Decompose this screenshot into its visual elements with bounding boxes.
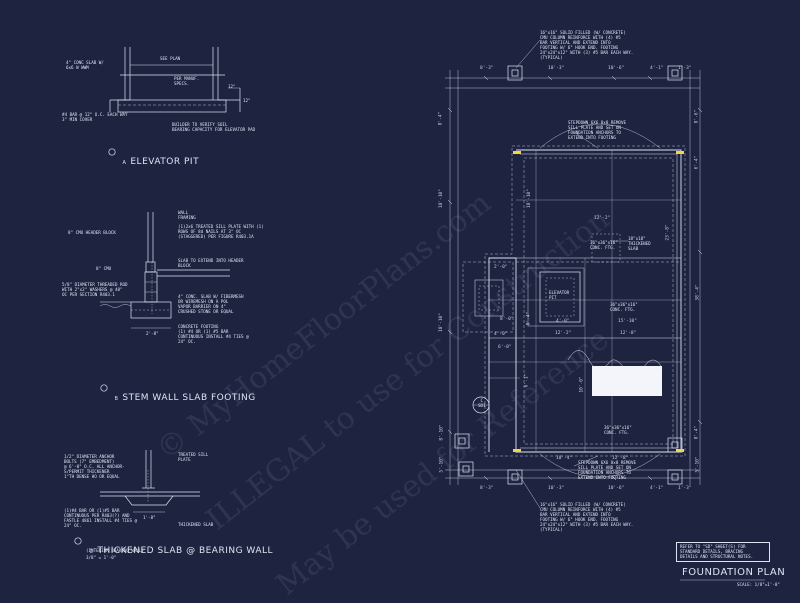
redacted-note-box xyxy=(592,366,662,396)
dim-int-7: 8'-4" xyxy=(526,311,532,326)
dim-right-5: 5'-10" xyxy=(695,456,701,473)
dim-left-1: 8'-4" xyxy=(438,111,444,126)
detail-marker-b: B xyxy=(114,396,119,402)
dim-left-5: 5'-10" xyxy=(439,456,445,473)
sw-wall-label: WALL FRAMING xyxy=(178,210,196,220)
fp-stem-upper: STEPDOWN 6X6 8x8 REMOVE SILL PLATE AND S… xyxy=(568,120,626,140)
dim-int-10: 4'-0" xyxy=(494,332,508,337)
dim-int-11: 6'-0" xyxy=(498,345,512,350)
dim-right-4: 8'-4" xyxy=(694,425,700,440)
ts-bar-label: (1)#4 BAR OR (1)#5 BAR CONTINUOUS PER R4… xyxy=(64,508,138,528)
fp-stem-lower: STEPDOWN 6X6 8x8 REMOVE SILL PLATE AND S… xyxy=(578,460,636,480)
fp-note-bottom: 16"x16" SOLID FILLED (W/ CONCRETE) CMU C… xyxy=(540,502,634,532)
dim-bottom-5: 1'-3" xyxy=(678,486,692,491)
sw-footing-label: CONCRETE FOOTING (1) #4 OR (1) #5 BAR CO… xyxy=(178,324,249,344)
sw-header-block-label: 8" CMU HEADER BLOCK xyxy=(68,230,116,235)
fp-elevator-label: ELEVATOR PIT xyxy=(549,290,570,300)
dim-left-3: 18'-10" xyxy=(438,313,444,332)
dim-int-16: 12'-8" xyxy=(612,456,629,461)
dim-int-8: 2'-0" xyxy=(494,265,508,270)
sw-slab-extend-label: SLAB TO EXTEND INTO HEADER BLOCK xyxy=(178,258,244,268)
detail-marker-c: C xyxy=(89,549,94,555)
dim-bottom-1: 8'-3" xyxy=(480,486,494,491)
dim-int-15: 10'-4" xyxy=(556,456,573,461)
ep-slab-label: 4" CONC SLAB W/ 6x6 W WWM xyxy=(66,60,104,70)
stem-wall-title-text: STEM WALL SLAB FOOTING xyxy=(122,393,256,403)
thickened-slab-detail xyxy=(74,450,200,545)
ts-scale: 3/8" = 1'-0" xyxy=(86,555,117,560)
dim-top-5: 1'-3" xyxy=(678,66,692,71)
dim-int-13: 6'-1" xyxy=(524,373,530,388)
sw-anchor-label: 5/8" DIAMETER THREADED ROD WITH 2"x2" WA… xyxy=(62,282,128,297)
foundation-plan-scale: SCALE: 1/8"=1'-0" xyxy=(737,582,780,587)
ep-per-manuf-label: PER MANUF. SPECS. xyxy=(174,76,200,86)
dim-bottom-3: 10'-6" xyxy=(608,486,625,491)
dim-right-3: 38'-4" xyxy=(695,284,701,301)
sw-sill-plate-label: (1)2x6 TREATED SILL PLATE WITH (1) ROWS … xyxy=(178,224,264,239)
fp-conc-ftg-c: 36"x36"x16" CONC. FTG. xyxy=(604,425,632,435)
dim-top-4: 4'-1" xyxy=(650,66,664,71)
dim-top-1: 8'-3" xyxy=(480,66,494,71)
dim-int-6: 12'-2" xyxy=(555,331,572,336)
dim-int-14: 10'-0" xyxy=(579,376,585,393)
fp-conc-ftg-a: 36"x36"x16" CONC. FTG. xyxy=(590,240,618,250)
dim-int-4: 15'-10" xyxy=(618,319,637,324)
detail-marker-a: A xyxy=(122,160,127,166)
elevator-pit-title-text: ELEVATOR PIT xyxy=(130,157,200,167)
dim-bottom-4: 4'-1" xyxy=(650,486,664,491)
ts-thickened-label: THICKENED SLAB xyxy=(178,522,214,527)
dim-top-2: 10'-3" xyxy=(548,66,565,71)
ts-dim: 1'-8" xyxy=(143,515,156,520)
dim-top-3: 10'-6" xyxy=(608,66,625,71)
ts-subtitle: (INTERIOR BEARING WALL) xyxy=(86,548,144,553)
dim-int-2: 23'-8" xyxy=(665,224,671,241)
dim-left-2: 18'-10" xyxy=(438,189,444,208)
dim-int-12: 12'-8" xyxy=(620,331,637,336)
fp-thickened-slab: 18"x18" THICKENED SLAB xyxy=(628,236,651,251)
dim-int-3: 12'-2" xyxy=(594,216,611,221)
dim-left-4: 8'-10" xyxy=(439,424,445,441)
fp-note-top: 16"x16" SOLID FILLED (W/ CONCRETE) CMU C… xyxy=(540,30,634,60)
fp-refer-note: REFER TO "SD" SHEET(S) FOR STANDARD DETA… xyxy=(680,544,754,559)
fp-detail-marker: C SD1 xyxy=(478,398,486,408)
sw-dim-24: 2'-8" xyxy=(146,331,159,336)
thickened-slab-title-text: THICKENED SLAB @ BEARING WALL xyxy=(97,546,274,556)
column-anchors xyxy=(513,151,684,452)
refer-note-box xyxy=(676,542,770,562)
dim-right-1: 8'-6" xyxy=(694,109,700,124)
stem-wall-detail xyxy=(99,212,230,392)
ts-anchor-label: 1/2" DIAMETER ANCHOR BOLTS (7" EMBEDMENT… xyxy=(64,454,125,479)
ts-sill-label: TREATED SILL PLATE xyxy=(178,452,209,462)
dim-int-9: 8'-0" xyxy=(500,317,514,322)
elevator-pit-detail xyxy=(108,47,241,156)
foundation-plan-title: FOUNDATION PLAN xyxy=(682,567,786,578)
ep-see-plan-label: SEE PLAN xyxy=(160,56,181,61)
dim-bottom-2: 10'-3" xyxy=(548,486,565,491)
fp-conc-ftg-b: 36"x36"x16" CONC. FTG. xyxy=(610,302,638,312)
ep-dim-12b: 12" xyxy=(243,98,251,103)
ep-builder-label: BUILDER TO VERIFY SOIL BEARING CAPACITY … xyxy=(172,122,256,132)
dim-int-5: 4'-0" xyxy=(556,319,570,324)
dim-right-2: 6'-4" xyxy=(694,155,700,170)
sw-cmu-label: 8" CMU xyxy=(96,266,112,271)
ep-bar-label: #4 BAR @ 12" O.C. EACH WAY 3" MIN COVER xyxy=(62,112,128,122)
sw-conc-slab-label: 4" CONC. SLAB W/ FIBERMESH OR WIREMESH O… xyxy=(178,294,244,314)
ep-dim-12a: 12" xyxy=(228,84,236,89)
dim-int-1: 18'-10" xyxy=(526,189,532,208)
